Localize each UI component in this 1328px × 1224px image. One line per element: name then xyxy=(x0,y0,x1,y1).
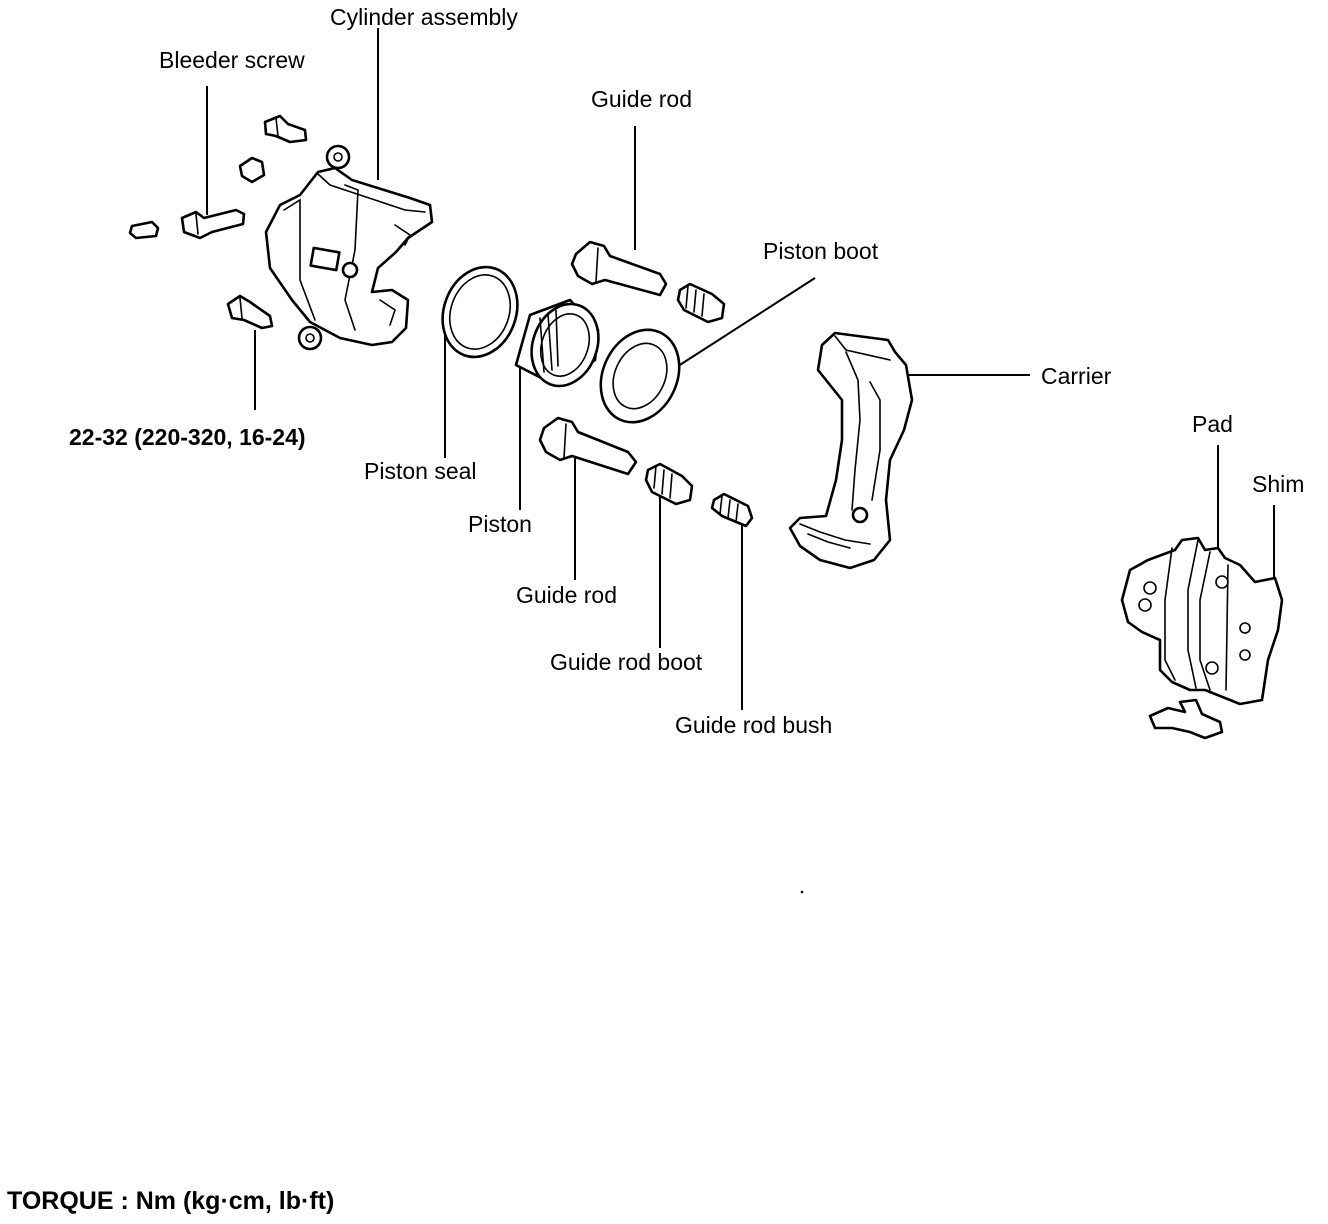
label-pad: Pad xyxy=(1192,411,1233,437)
guide-rod-boot-part xyxy=(644,462,694,506)
label-guide-rod-bush: Guide rod bush xyxy=(675,712,833,738)
bleeder-screw-part xyxy=(128,208,246,240)
leader-piston-boot xyxy=(671,277,816,371)
label-piston: Piston xyxy=(468,511,532,537)
piston-part xyxy=(514,298,600,388)
label-piston-boot: Piston boot xyxy=(763,238,879,264)
label-guide-rod-top: Guide rod xyxy=(591,86,693,112)
label-piston-seal: Piston seal xyxy=(364,458,477,484)
label-cylinder-assembly: Cylinder assembly xyxy=(330,4,518,30)
guide-rod-bush-part xyxy=(710,492,754,528)
label-shim: Shim xyxy=(1252,471,1305,497)
label-carrier: Carrier xyxy=(1041,363,1112,389)
label-guide-rod-boot: Guide rod boot xyxy=(550,649,703,675)
torque-units-footer: TORQUE : Nm (kg·cm, lb·ft) xyxy=(7,1187,335,1215)
carrier-part xyxy=(788,331,914,570)
speck-mark xyxy=(800,890,804,894)
lower-mounting-bolt xyxy=(226,294,274,330)
bleeder-cap xyxy=(238,156,266,184)
label-torque-value: 22-32 (220-320, 16-24) xyxy=(69,424,306,450)
guide-rod-top-boot-part xyxy=(676,282,726,324)
pad-and-shim-part xyxy=(1120,536,1284,740)
piston-seal-part xyxy=(441,265,519,359)
upper-mounting-bolt xyxy=(263,114,308,144)
piston-boot-part xyxy=(599,328,681,424)
guide-rod-top-part xyxy=(570,240,668,297)
leader-lines xyxy=(206,28,1275,710)
label-bleeder-screw: Bleeder screw xyxy=(159,47,305,73)
guide-rod-bottom-part xyxy=(538,416,638,476)
cylinder-assembly-part xyxy=(264,144,434,351)
label-guide-rod-bottom: Guide rod xyxy=(516,582,618,608)
